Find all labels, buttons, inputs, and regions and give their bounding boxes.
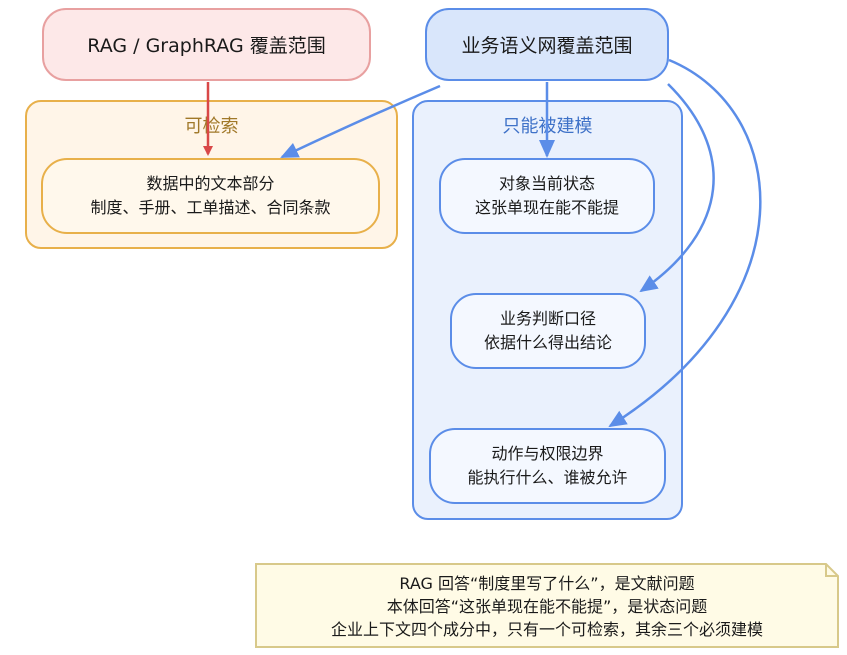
note-text: RAG 回答“制度里写了什么”，是文献问题 本体回答“这张单现在能不能提”，是状… <box>256 566 838 646</box>
object-state-node: 对象当前状态 这张单现在能不能提 <box>439 158 655 234</box>
rag-coverage-label: RAG / GraphRAG 覆盖范围 <box>87 35 326 57</box>
semantic-coverage-node: 业务语义网覆盖范围 <box>425 8 669 81</box>
semantic-coverage-label: 业务语义网覆盖范围 <box>461 35 633 57</box>
text-part-title: 数据中的文本部分 <box>146 174 275 193</box>
object-state-title: 对象当前状态 <box>498 174 595 193</box>
business-judgment-detail: 依据什么得出结论 <box>483 333 612 352</box>
action-permission-node: 动作与权限边界 能执行什么、谁被允许 <box>429 428 666 504</box>
object-state-detail: 这张单现在能不能提 <box>474 198 619 217</box>
business-judgment-node: 业务判断口径 依据什么得出结论 <box>450 293 646 369</box>
searchable-cluster-label: 可检索 <box>184 116 239 137</box>
action-permission-detail: 能执行什么、谁被允许 <box>467 468 628 487</box>
note-line-2: 本体回答“这张单现在能不能提”，是状态问题 <box>386 596 708 616</box>
edge-semantic-to-text <box>280 84 441 159</box>
note-line-1: RAG 回答“制度里写了什么”，是文献问题 <box>399 573 695 593</box>
text-part-detail: 制度、手册、工单描述、合同条款 <box>90 198 331 217</box>
note-line-3: 企业上下文四个成分中，只有一个可检索，其余三个必须建模 <box>330 619 763 639</box>
edge-semantic-to-judgment <box>639 83 715 293</box>
note-box <box>255 563 839 648</box>
business-judgment-title: 业务判断口径 <box>499 309 596 328</box>
rag-coverage-node: RAG / GraphRAG 覆盖范围 <box>42 8 371 81</box>
note-fold <box>825 564 838 577</box>
text-part-node: 数据中的文本部分 制度、手册、工单描述、合同条款 <box>41 158 380 234</box>
edge-semantic-to-action <box>608 58 762 428</box>
action-permission-title: 动作与权限边界 <box>491 444 604 463</box>
